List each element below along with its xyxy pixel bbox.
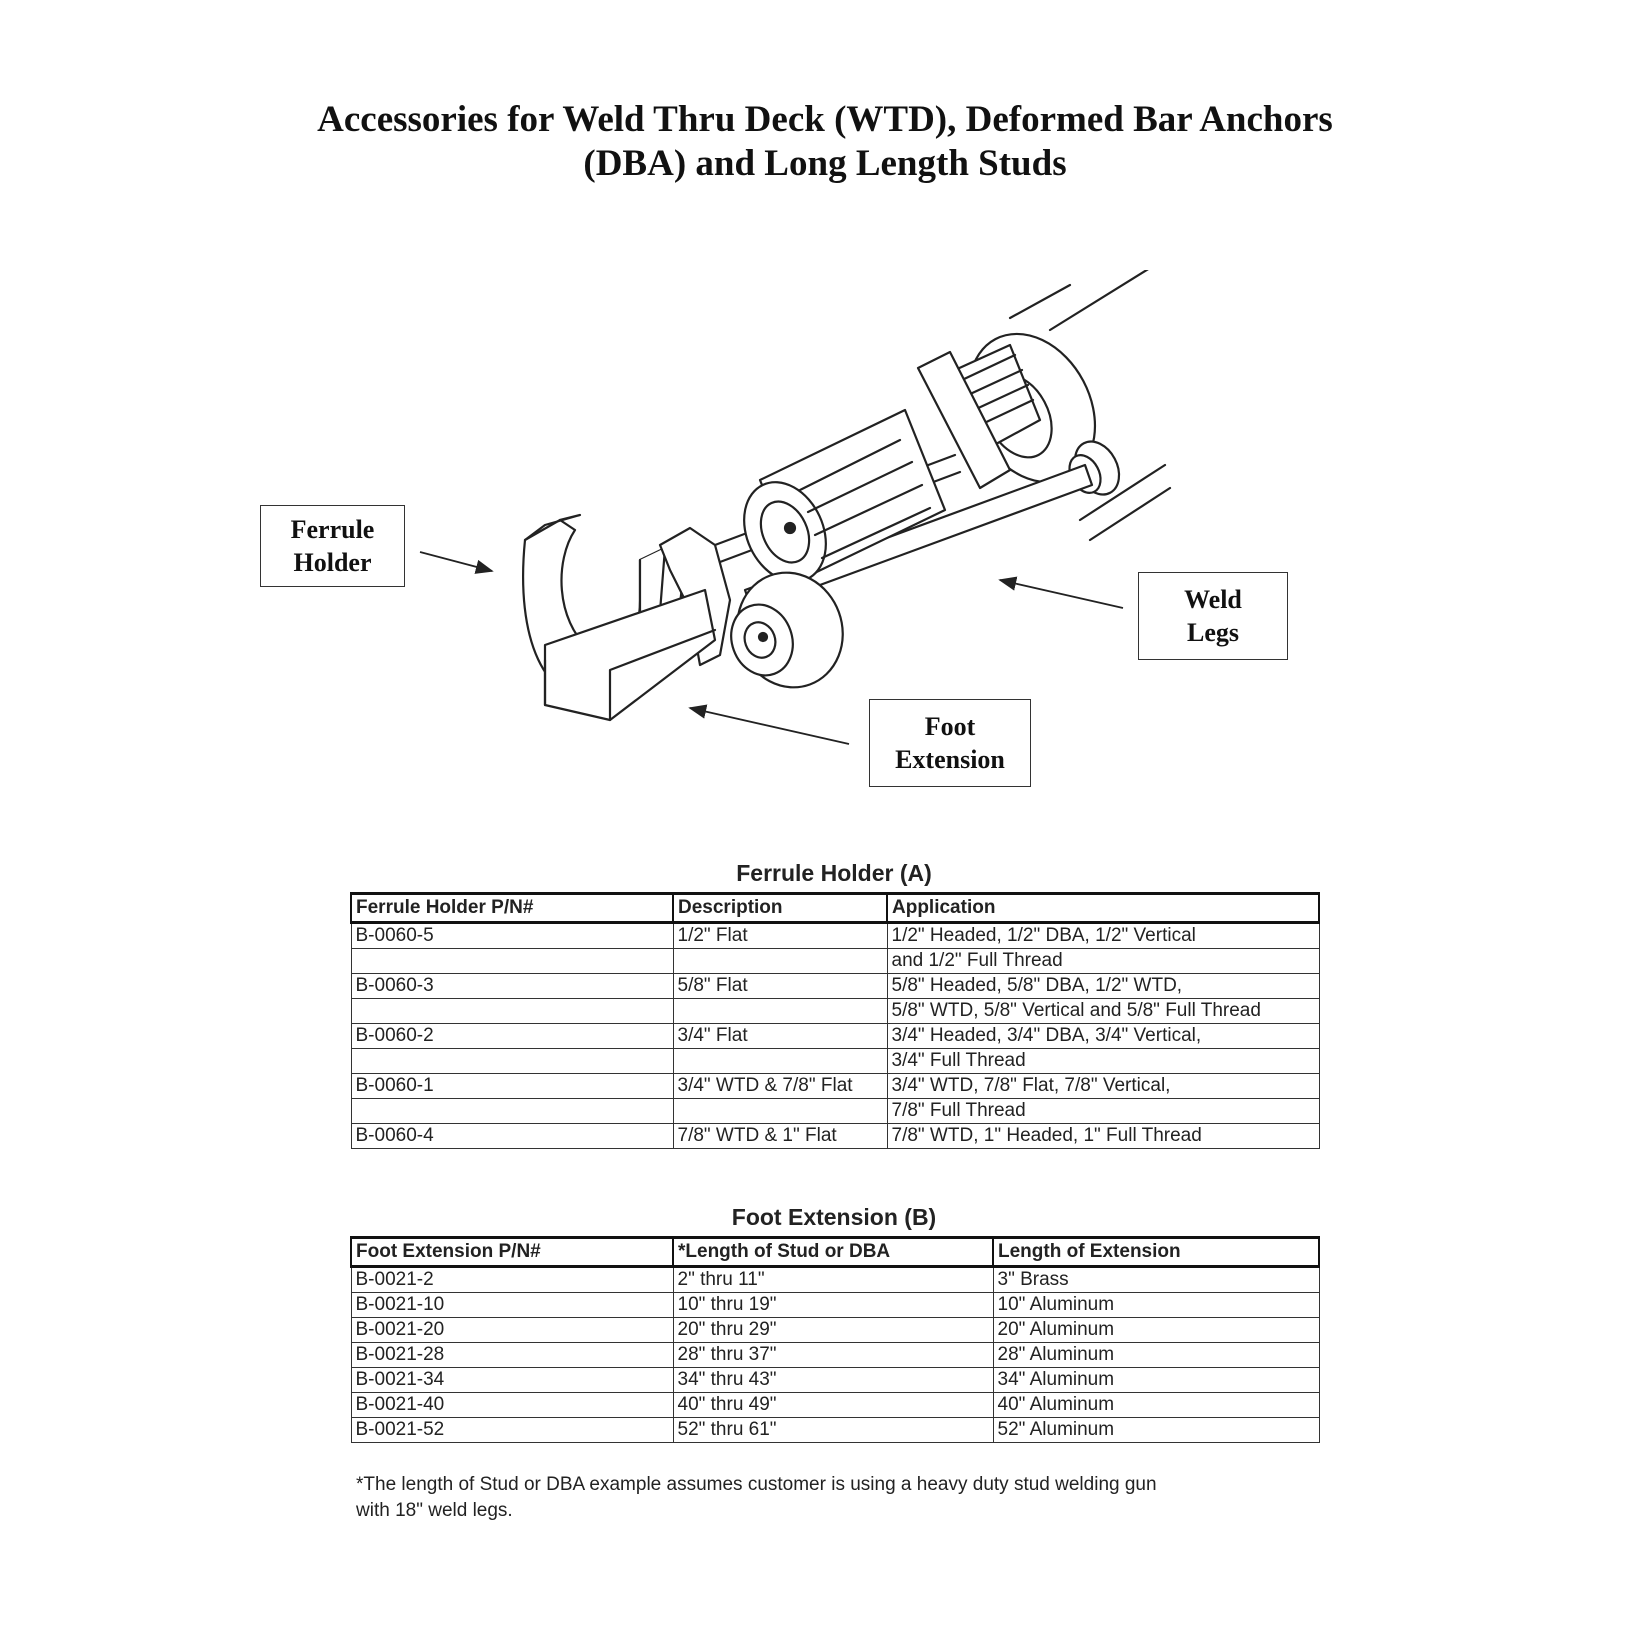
stud-length-cell: 52" thru 61" [672,1417,994,1443]
table-row: B-0021-34 34" thru 43" 34" Aluminum [350,1367,1320,1393]
ferrule-holder-table: Ferrule Holder P/N# Description Applicat… [350,892,1320,1149]
foot-extension-callout: Foot Extension [869,699,1031,787]
description-cell [672,1048,888,1074]
column-header: Ferrule Holder P/N# [350,892,674,924]
column-header: Application [886,892,1320,924]
foot-extension-table: Foot Extension P/N# *Length of Stud or D… [350,1236,1320,1443]
table-row: 3/4" Full Thread [350,1048,1320,1074]
welding-gun-assembly-drawing [419,270,1172,745]
footnote: *The length of Stud or DBA example assum… [356,1472,1276,1524]
foot-table-title: Foot Extension (B) [731,1204,937,1230]
table-header-row: Foot Extension P/N# *Length of Stud or D… [350,1236,1320,1268]
table-row: B-0021-28 28" thru 37" 28" Aluminum [350,1342,1320,1368]
table-row: B-0060-4 7/8" WTD & 1" Flat 7/8" WTD, 1"… [350,1123,1320,1149]
weld-legs-callout-line-2: Legs [1187,618,1239,647]
part-number-cell: B-0060-1 [350,1073,674,1099]
part-number-cell [350,1098,674,1124]
part-number-cell: B-0060-3 [350,973,674,999]
part-number-cell: B-0021-52 [350,1417,674,1443]
application-cell: 3/4" Headed, 3/4" DBA, 3/4" Vertical, [886,1023,1320,1049]
column-header: *Length of Stud or DBA [672,1236,994,1268]
application-cell: 3/4" Full Thread [886,1048,1320,1074]
description-cell [672,948,888,974]
part-number-cell: B-0021-20 [350,1317,674,1343]
table-row: and 1/2" Full Thread [350,948,1320,974]
table-row: B-0060-1 3/4" WTD & 7/8" Flat 3/4" WTD, … [350,1073,1320,1099]
application-cell: 1/2" Headed, 1/2" DBA, 1/2" Vertical [886,922,1320,949]
weld-legs-callout: Weld Legs [1138,572,1288,660]
part-number-cell: B-0021-2 [350,1266,674,1293]
stud-length-cell: 40" thru 49" [672,1392,994,1418]
application-cell: 7/8" WTD, 1" Headed, 1" Full Thread [886,1123,1320,1149]
part-number-cell: B-0060-5 [350,922,674,949]
description-cell: 5/8" Flat [672,973,888,999]
weld-legs-callout-line-1: Weld [1184,585,1242,614]
extension-length-cell: 3" Brass [992,1266,1320,1293]
page-title-line-1: Accessories for Weld Thru Deck (WTD), De… [317,99,1333,140]
ferrule-holder-callout-line-1: Ferrule [290,515,375,544]
foot-extension-callout-line-1: Foot [924,712,976,741]
page-title-line-2: (DBA) and Long Length Studs [583,143,1067,184]
part-number-cell: B-0060-4 [350,1123,674,1149]
part-number-cell: B-0021-40 [350,1392,674,1418]
table-header-row: Ferrule Holder P/N# Description Applicat… [350,892,1320,924]
foot-extension-shape [543,588,717,722]
table-row: B-0060-3 5/8" Flat 5/8" Headed, 5/8" DBA… [350,973,1320,999]
table-row: B-0021-52 52" thru 61" 52" Aluminum [350,1417,1320,1443]
description-cell: 3/4" WTD & 7/8" Flat [672,1073,888,1099]
foot-extension-arrow [688,704,850,745]
page-title: Accessories for Weld Thru Deck (WTD), De… [0,98,1650,186]
part-number-cell [350,998,674,1024]
table-row: 5/8" WTD, 5/8" Vertical and 5/8" Full Th… [350,998,1320,1024]
ferrule-table-title: Ferrule Holder (A) [736,860,932,886]
application-cell: 5/8" Headed, 5/8" DBA, 1/2" WTD, [886,973,1320,999]
table-row: B-0021-20 20" thru 29" 20" Aluminum [350,1317,1320,1343]
part-number-cell: B-0021-28 [350,1342,674,1368]
part-number-cell [350,1048,674,1074]
extension-length-cell: 52" Aluminum [992,1417,1320,1443]
footnote-line-2: with 18" weld legs. [356,1500,513,1521]
weld-legs-arrow [998,576,1124,609]
description-cell: 1/2" Flat [672,922,888,949]
ferrule-holder-callout-line-2: Holder [293,548,372,577]
part-number-cell: B-0060-2 [350,1023,674,1049]
description-cell: 7/8" WTD & 1" Flat [672,1123,888,1149]
footnote-line-1: *The length of Stud or DBA example assum… [356,1474,1157,1495]
table-row: B-0021-2 2" thru 11" 3" Brass [350,1266,1320,1293]
application-cell: and 1/2" Full Thread [886,948,1320,974]
description-cell [672,998,888,1024]
column-header: Length of Extension [992,1236,1320,1268]
description-cell: 3/4" Flat [672,1023,888,1049]
stud-length-cell: 20" thru 29" [672,1317,994,1343]
extension-length-cell: 10" Aluminum [992,1292,1320,1318]
table-row: 7/8" Full Thread [350,1098,1320,1124]
stud-length-cell: 10" thru 19" [672,1292,994,1318]
application-cell: 7/8" Full Thread [886,1098,1320,1124]
table-row: B-0021-10 10" thru 19" 10" Aluminum [350,1292,1320,1318]
application-cell: 5/8" WTD, 5/8" Vertical and 5/8" Full Th… [886,998,1320,1024]
column-header: Foot Extension P/N# [350,1236,674,1268]
part-number-cell: B-0021-34 [350,1367,674,1393]
description-cell [672,1098,888,1124]
extension-length-cell: 28" Aluminum [992,1342,1320,1368]
ferrule-holder-arrow [419,551,494,574]
table-row: B-0021-40 40" thru 49" 40" Aluminum [350,1392,1320,1418]
ferrule-holder-callout: Ferrule Holder [260,505,405,587]
foot-extension-callout-line-2: Extension [895,745,1005,774]
extension-length-cell: 40" Aluminum [992,1392,1320,1418]
application-cell: 3/4" WTD, 7/8" Flat, 7/8" Vertical, [886,1073,1320,1099]
column-header: Description [672,892,888,924]
part-number-cell: B-0021-10 [350,1292,674,1318]
stud-length-cell: 2" thru 11" [672,1266,994,1293]
stud-length-cell: 34" thru 43" [672,1367,994,1393]
stud-length-cell: 28" thru 37" [672,1342,994,1368]
extension-length-cell: 20" Aluminum [992,1317,1320,1343]
table-row: B-0060-2 3/4" Flat 3/4" Headed, 3/4" DBA… [350,1023,1320,1049]
extension-length-cell: 34" Aluminum [992,1367,1320,1393]
table-row: B-0060-5 1/2" Flat 1/2" Headed, 1/2" DBA… [350,922,1320,949]
part-number-cell [350,948,674,974]
